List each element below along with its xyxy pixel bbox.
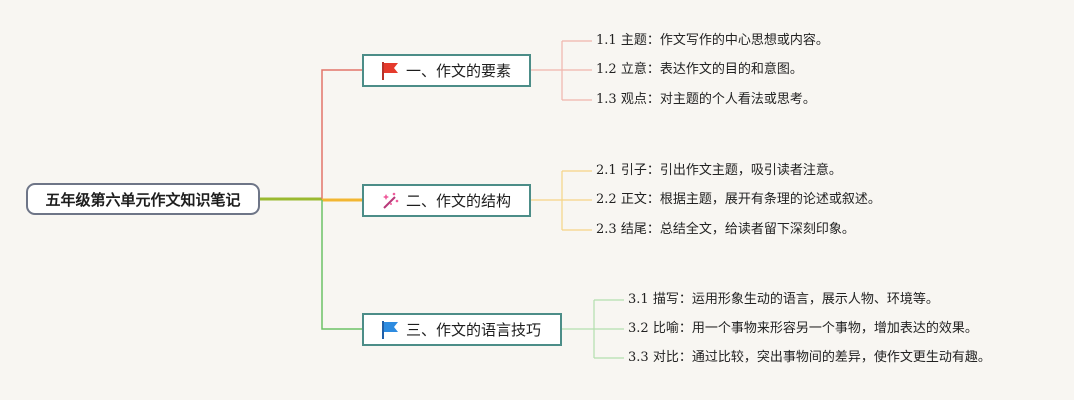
leaf-number: 3.1 <box>628 292 649 307</box>
branch1-connector <box>321 69 362 199</box>
branch-label: 一、作文的要素 <box>406 62 512 80</box>
leaf-topic-1-1[interactable]: 1.1 主题：作文写作的中心思想或内容。 <box>596 33 829 49</box>
leaf-number: 1.2 <box>596 62 617 77</box>
leaf-text: 结尾：总结全文，给读者留下深刻印象。 <box>620 222 855 237</box>
leaf-text: 对比：通过比较，突出事物间的差异，使作文更生动有趣。 <box>652 350 991 365</box>
branch-node-language-skills[interactable]: 三、作文的语言技巧 <box>362 313 562 346</box>
leaf-text: 正文：根据主题，展开有条理的论述或叙述。 <box>620 192 881 207</box>
branch-label: 三、作文的语言技巧 <box>406 321 542 339</box>
sparkle-wand-icon <box>380 191 400 211</box>
leaf-text: 观点：对主题的个人看法或思考。 <box>620 92 816 107</box>
root-topic[interactable]: 五年级第六单元作文知识笔记 <box>26 183 260 215</box>
leaf-text: 主题：作文写作的中心思想或内容。 <box>620 33 829 48</box>
branch1-leaf-connectors <box>531 40 592 101</box>
leaf-topic-2-3[interactable]: 2.3 结尾：总结全文，给读者留下深刻印象。 <box>596 222 855 238</box>
leaf-text: 立意：表达作文的目的和意图。 <box>620 62 803 77</box>
leaf-text: 比喻：用一个事物来形容另一个事物，增加表达的效果。 <box>652 321 978 336</box>
leaf-number: 3.2 <box>628 321 649 336</box>
leaf-number: 1.3 <box>596 92 617 107</box>
leaf-topic-2-1[interactable]: 2.1 引子：引出作文主题，吸引读者注意。 <box>596 163 842 179</box>
red-flag-icon <box>380 61 400 81</box>
leaf-topic-3-3[interactable]: 3.3 对比：通过比较，突出事物间的差异，使作文更生动有趣。 <box>628 350 991 366</box>
leaf-text: 引子：引出作文主题，吸引读者注意。 <box>620 163 842 178</box>
leaf-topic-3-2[interactable]: 3.2 比喻：用一个事物来形容另一个事物，增加表达的效果。 <box>628 321 978 337</box>
leaf-number: 1.1 <box>596 33 617 48</box>
branch2-leaf-connectors <box>531 170 592 231</box>
leaf-number: 3.3 <box>628 350 649 365</box>
branch-node-structure[interactable]: 二、作文的结构 <box>362 184 531 217</box>
branch-label: 二、作文的结构 <box>406 192 512 210</box>
branch3-connector <box>321 200 362 330</box>
leaf-number: 2.3 <box>596 222 617 237</box>
blue-flag-icon <box>380 320 400 340</box>
branch-node-elements[interactable]: 一、作文的要素 <box>362 54 531 87</box>
branch3-leaf-connectors <box>562 299 624 359</box>
leaf-topic-1-3[interactable]: 1.3 观点：对主题的个人看法或思考。 <box>596 92 816 108</box>
leaf-topic-1-2[interactable]: 1.2 立意：表达作文的目的和意图。 <box>596 62 803 78</box>
leaf-topic-3-1[interactable]: 3.1 描写：运用形象生动的语言，展示人物、环境等。 <box>628 292 939 308</box>
leaf-number: 2.1 <box>596 163 617 178</box>
leaf-text: 描写：运用形象生动的语言，展示人物、环境等。 <box>652 292 939 307</box>
leaf-topic-2-2[interactable]: 2.2 正文：根据主题，展开有条理的论述或叙述。 <box>596 192 881 208</box>
leaf-number: 2.2 <box>596 192 617 207</box>
